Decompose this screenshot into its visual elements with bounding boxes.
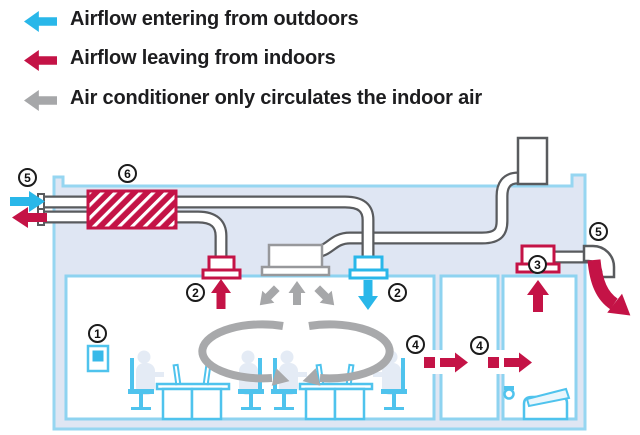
co2-sensor (86, 344, 110, 373)
person (280, 350, 294, 364)
legend-label-exhaust: Airflow leaving from indoors (70, 47, 336, 69)
legend-label-circulation: Air conditioner only circulates the indo… (70, 87, 482, 109)
person (148, 372, 164, 377)
marker-transfer-right: 4 (470, 336, 489, 355)
ac-return-arrow (288, 281, 306, 305)
intake-arrow (10, 191, 45, 212)
exhaust-arrow (12, 207, 47, 228)
exhaust-ceiling-vent (201, 255, 242, 280)
room-exhaust-arrow (211, 279, 231, 309)
toilet-exhaust-arrow (527, 280, 549, 312)
transfer-arrow (504, 352, 532, 373)
marker-heat-exchanger: 6 (118, 164, 137, 183)
transfer-arrow (488, 357, 499, 368)
outdoor-exhaust-arrow (587, 259, 618, 310)
desk (161, 387, 194, 421)
paper-holder (503, 388, 515, 400)
paper-holder (504, 386, 514, 390)
toilet (503, 386, 571, 421)
office-chair (381, 358, 407, 410)
circulation-loop (198, 320, 394, 386)
marker-co2-sensor: 1 (88, 324, 107, 343)
rooftop-unit (516, 136, 549, 186)
transfer-arrow (440, 352, 468, 373)
ducts (37, 171, 588, 264)
person (291, 372, 307, 377)
office-chair (128, 358, 154, 410)
person (241, 350, 255, 364)
person (136, 363, 155, 395)
marker-supply-vent: 2 (388, 283, 407, 302)
desk (304, 387, 337, 421)
person (382, 363, 401, 395)
monitor (172, 363, 182, 386)
ac-blow-left-arrow (259, 285, 280, 306)
marker-toilet-fan: 3 (528, 255, 547, 274)
supply-ceiling-vent (348, 255, 389, 280)
marker-exhaust-vent: 2 (186, 283, 205, 302)
desk (333, 387, 366, 421)
airflow-arrows (10, 191, 631, 373)
ac-blow-right-arrow (314, 285, 335, 306)
marker-outdoor-exhaust: 5 (589, 222, 608, 241)
person (373, 372, 389, 377)
outdoor-exhaust-arrowhead (607, 293, 631, 316)
marker-outdoor-intake: 5 (18, 168, 37, 187)
transfer-arrow (424, 357, 435, 368)
desk (190, 387, 223, 421)
person (279, 363, 298, 395)
room-supply-arrow (358, 280, 378, 310)
person (137, 350, 151, 364)
heat-exchanger (86, 189, 178, 230)
ac-cassette-unit (260, 243, 331, 277)
legend-label-supply: Airflow entering from outdoors (70, 8, 359, 30)
marker-transfer-left: 4 (406, 335, 425, 354)
